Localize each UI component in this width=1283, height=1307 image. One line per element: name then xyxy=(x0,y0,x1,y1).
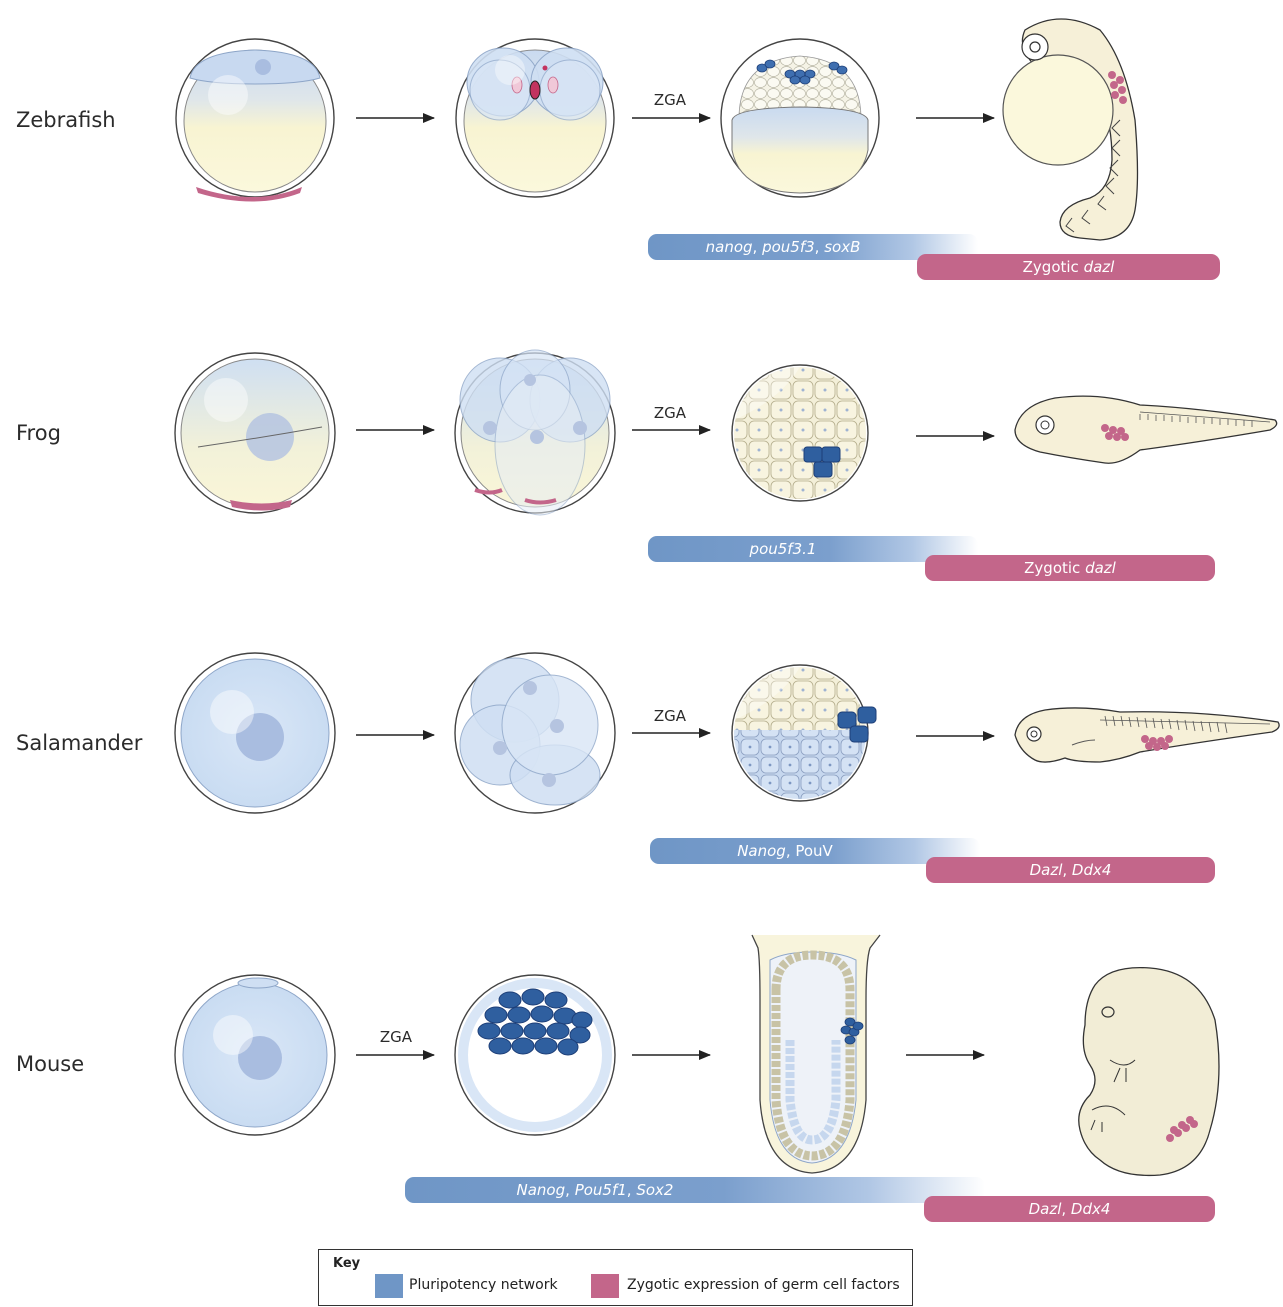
bar-text-part: Nanog xyxy=(517,1181,566,1199)
salamander-row xyxy=(175,653,1279,813)
zebrafish-row xyxy=(176,19,1138,240)
bar-text-part: nanog xyxy=(706,238,753,256)
species-label-zebrafish: Zebrafish xyxy=(16,108,116,132)
legend-swatch-germ-factors xyxy=(591,1274,619,1298)
zga-label-salamander: ZGA xyxy=(630,707,710,725)
salamander-larva xyxy=(1015,708,1279,762)
bar-text-part: Zygotic xyxy=(1024,559,1085,577)
mouse-one-cell-egg xyxy=(175,975,335,1135)
frog-tadpole xyxy=(1015,396,1277,463)
zebrafish-blastula xyxy=(721,39,879,197)
bar-text-part: dazl xyxy=(1084,258,1115,276)
bar-text-part: , xyxy=(565,1181,575,1199)
bar-text-part: Sox2 xyxy=(636,1181,673,1199)
bar-text-part: Ddx4 xyxy=(1071,1200,1111,1218)
mouse-fetus xyxy=(1079,968,1219,1176)
bar-text-part: Nanog xyxy=(737,842,786,860)
bar-text-part: soxB xyxy=(824,238,860,256)
zebrafish-cleavage-embryo xyxy=(456,39,614,197)
bar-text-part: Pou5f1 xyxy=(575,1181,627,1199)
frog-row xyxy=(175,350,1277,515)
salamander-blastula xyxy=(730,660,876,810)
legend-label-pluripotency: Pluripotency network xyxy=(409,1277,558,1293)
bar-text-part: , xyxy=(753,238,763,256)
salamander-one-cell-egg xyxy=(175,653,335,813)
bar-text-part: Zygotic xyxy=(1023,258,1084,276)
germ-factor-bar-mouse: Dazl, Ddx4 xyxy=(924,1196,1215,1222)
germ-factor-bar-zebrafish: Zygotic dazl xyxy=(917,254,1220,280)
salamander-cleavage-embryo xyxy=(455,653,615,813)
zga-label-mouse: ZGA xyxy=(356,1028,436,1046)
bar-text-part: pou5f3 xyxy=(762,238,815,256)
species-label-frog: Frog xyxy=(16,421,61,445)
zebrafish-larva xyxy=(1003,19,1138,240)
bar-text-part: Dazl xyxy=(1030,861,1063,879)
germ-factor-bar-salamander: Dazl, Ddx4 xyxy=(926,857,1215,883)
bar-text-part: , PouV xyxy=(786,842,833,860)
legend-swatch-pluripotency xyxy=(375,1274,403,1298)
zga-label-zebrafish: ZGA xyxy=(630,91,710,109)
bar-text-part: , xyxy=(815,238,825,256)
bar-text-part: Ddx4 xyxy=(1072,861,1112,879)
legend-label-germ-factors: Zygotic expression of germ cell factors xyxy=(627,1277,900,1293)
mouse-blastocyst xyxy=(455,975,615,1135)
bar-text-part: pou5f3.1 xyxy=(750,540,817,558)
zebrafish-one-cell-egg xyxy=(176,39,334,202)
frog-one-cell-egg xyxy=(175,353,335,513)
bar-text-part: , xyxy=(1062,861,1072,879)
frog-cleavage-embryo xyxy=(455,350,615,515)
pluripotency-bar-mouse: Nanog, Pou5f1, Sox2 xyxy=(405,1177,985,1203)
legend-title: Key xyxy=(333,1256,360,1271)
frog-blastula xyxy=(730,360,870,510)
species-label-mouse: Mouse xyxy=(16,1052,84,1076)
bar-text-part: , xyxy=(627,1181,637,1199)
mouse-row xyxy=(175,935,1219,1175)
germ-factor-bar-frog: Zygotic dazl xyxy=(925,555,1215,581)
mouse-egg-cylinder xyxy=(752,935,880,1173)
bar-text-part: Dazl xyxy=(1029,1200,1062,1218)
species-label-salamander: Salamander xyxy=(16,731,142,755)
bar-text-part: , xyxy=(1061,1200,1071,1218)
bar-text-part: dazl xyxy=(1085,559,1116,577)
zga-label-frog: ZGA xyxy=(630,404,710,422)
legend-key: Key Pluripotency network Zygotic express… xyxy=(318,1249,913,1306)
